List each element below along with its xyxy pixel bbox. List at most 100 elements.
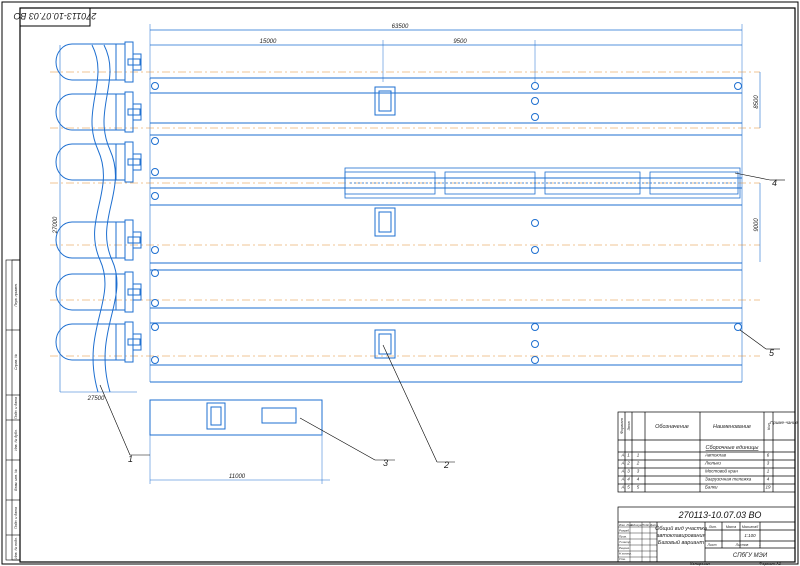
dim-height: 27000 [53, 216, 59, 234]
title-mass-label: Масса [726, 525, 736, 529]
dim-span-left: 15000 [260, 39, 277, 45]
spec-cell-name: Балки [705, 485, 718, 490]
spec-cell-fmt: А [621, 469, 625, 474]
dim-total: 63500 [392, 24, 409, 30]
callout-5: 5 [769, 348, 775, 358]
header-pipe [91, 44, 106, 393]
title-line-1: Общий вид участка [655, 525, 707, 532]
inner-frame [19, 7, 796, 563]
specification-table [617, 411, 796, 493]
spec-texts: Формат Зона Обозначение Наименование Кол… [619, 417, 798, 489]
footer-copied: Копировал [690, 561, 711, 566]
spec-cell-qty: 4 [767, 477, 770, 482]
spec-h-name: Наименование [713, 424, 751, 430]
spec-h-format: Формат [619, 417, 624, 434]
dim-span-right: 9500 [453, 39, 467, 45]
autoclave [55, 141, 142, 183]
spec-cell-pos: 4 [637, 477, 640, 482]
title-col-label: Подп. [642, 523, 650, 527]
title-col-label: Дата [649, 523, 658, 527]
side-stamp-label: Инв. № подл. [14, 537, 18, 559]
title-scale-label: Масштаб [742, 525, 759, 529]
leader-lines [99, 172, 785, 463]
autoclave [55, 271, 142, 313]
side-stamp-label: Подп. и дата [14, 507, 18, 529]
spec-h-zone: Зона [626, 421, 631, 431]
side-stamp-label: Взам. инв. № [14, 469, 18, 491]
spec-cell-pos: 1 [637, 453, 640, 458]
title-scale: 1:100 [744, 533, 756, 538]
dimension-labels: 63500 15000 9500 27000 27500 8500 9000 1… [53, 24, 760, 480]
callout-4: 4 [772, 178, 777, 188]
spec-cell-name: Люльки [704, 461, 721, 466]
spec-cell-qty: 1 [767, 469, 770, 474]
autoclave [55, 321, 142, 363]
spec-cell-zone: 3 [627, 469, 630, 474]
spec-cell-qty: 6 [767, 453, 770, 458]
title-org: СПбГУ МЭИ [733, 553, 768, 559]
spec-h-qty: Кол. [766, 422, 771, 430]
spec-cell-qty: 19 [765, 485, 771, 490]
title-row-label: Реценз. [619, 546, 630, 550]
spec-h-designation: Обозначение [655, 424, 689, 430]
footer-format: Формат А1 [759, 561, 781, 566]
spec-cell-pos: 3 [637, 469, 640, 474]
spec-section: Сборочные единицы [706, 445, 759, 451]
title-lit-label: Лит. [708, 525, 717, 529]
dim-base: 11000 [229, 474, 246, 480]
side-stamp-label: Справ. № [14, 354, 18, 370]
dim-bay-mid: 9000 [754, 218, 760, 232]
dim-bay-top: 8500 [754, 95, 760, 109]
title-row-label: Н.контр. [619, 552, 632, 556]
title-row-label: Утв. [619, 557, 626, 561]
spec-cell-zone: 1 [627, 453, 630, 458]
title-row-label: Изм. Лист [619, 523, 634, 527]
title-col-label: № докум. [629, 523, 642, 527]
autoclaves [55, 41, 142, 363]
loading-trolleys [344, 167, 741, 199]
side-stamp-label: Инв. № дубл. [14, 429, 18, 451]
spec-cell-name: Автоклав [704, 453, 727, 458]
spec-cell-pos: 2 [636, 461, 640, 466]
beam-supports [151, 82, 742, 364]
title-sheets-label: Листов [735, 543, 749, 547]
autoclave [55, 41, 142, 83]
title-sheets: 1 [759, 543, 761, 547]
callouts: 1 2 3 4 5 [128, 178, 777, 470]
spec-cell-name: Загрузочная тележка [705, 477, 752, 482]
title-line-3: Базовый вариант [658, 539, 705, 546]
plan-drawing [50, 24, 785, 484]
autoclave [55, 91, 142, 133]
side-stamp-label: Перв. примен. [14, 283, 18, 306]
title-row-label: Т.контр. [619, 540, 631, 544]
title-line-2: автоклавирования [656, 533, 705, 539]
title-row-label: Пров. [619, 534, 627, 538]
callout-1: 1 [128, 454, 133, 464]
cradles [374, 86, 396, 359]
spec-cell-fmt: А [621, 453, 625, 458]
spec-cell-zone: 5 [627, 485, 630, 490]
title-block-texts: 270113-10.07.03 ВО Общий вид участка авт… [619, 510, 781, 566]
spec-cell-zone: 4 [627, 477, 630, 482]
side-stamp [5, 259, 21, 561]
top-number-box: 270113-10.07.03 ВО [14, 7, 97, 27]
spec-cell-zone: 2 [626, 461, 630, 466]
spec-cell-name: Мостовой кран [705, 468, 738, 474]
callout-2: 2 [443, 460, 449, 470]
title-number: 270113-10.07.03 ВО [678, 510, 762, 520]
title-sheet-label: Лист [706, 543, 716, 547]
spec-cell-fmt: А [621, 477, 625, 482]
title-block [617, 506, 796, 563]
spec-h-note: Приме-чание [770, 420, 798, 425]
side-stamp-label: Подп. и дата [14, 397, 18, 419]
title-row-label: Разраб. [619, 529, 630, 533]
crane-base [149, 399, 323, 436]
autoclave [55, 219, 142, 261]
callout-3: 3 [383, 458, 388, 468]
spec-cell-fmt: А [621, 461, 625, 466]
dim-kilns: 27500 [87, 396, 105, 402]
spec-cell-pos: 5 [637, 485, 640, 490]
rails [149, 77, 743, 383]
